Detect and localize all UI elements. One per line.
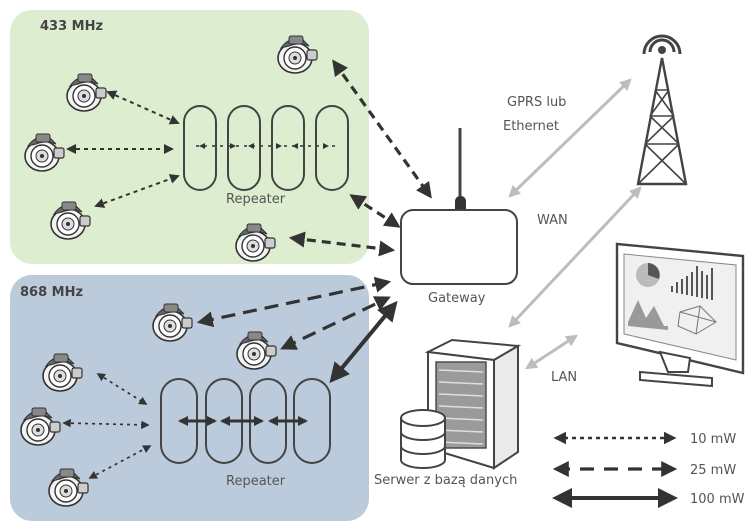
repeater-top-icon (183, 105, 349, 191)
legend-label-25mw: 25 mW (690, 463, 736, 478)
link-100mw-repeater-gateway (329, 300, 398, 384)
link-wan (508, 186, 642, 328)
legend-label-10mw: 10 mW (690, 432, 736, 447)
gateway-label: Gateway (428, 291, 486, 306)
link-10mw-top (66, 90, 180, 208)
zone-433-label: 433 MHz (40, 19, 103, 34)
gateway-icon (400, 128, 518, 285)
link-gprs-ethernet (508, 78, 632, 198)
lan-label: LAN (551, 370, 577, 385)
legend: 10 mW 25 mW 100 mW (552, 431, 745, 508)
repeater-top-label: Repeater (226, 192, 286, 207)
wan-label: WAN (537, 213, 568, 228)
zone-868-label: 868 MHz (20, 285, 83, 300)
database-icon (400, 409, 446, 469)
gprs-label-line2: Ethernet (503, 119, 559, 134)
legend-label-100mw: 100 mW (690, 492, 745, 507)
link-lan (524, 334, 579, 370)
gprs-label-line1: GPRS lub (507, 95, 566, 110)
monitor-dashboard-icon (615, 242, 745, 388)
antenna-tower-icon (636, 34, 688, 186)
server-label: Serwer z bazą danych (374, 473, 517, 488)
link-10mw-bottom (62, 373, 152, 479)
link-25mw-top (288, 59, 432, 257)
repeater-bottom-label: Repeater (226, 474, 286, 489)
